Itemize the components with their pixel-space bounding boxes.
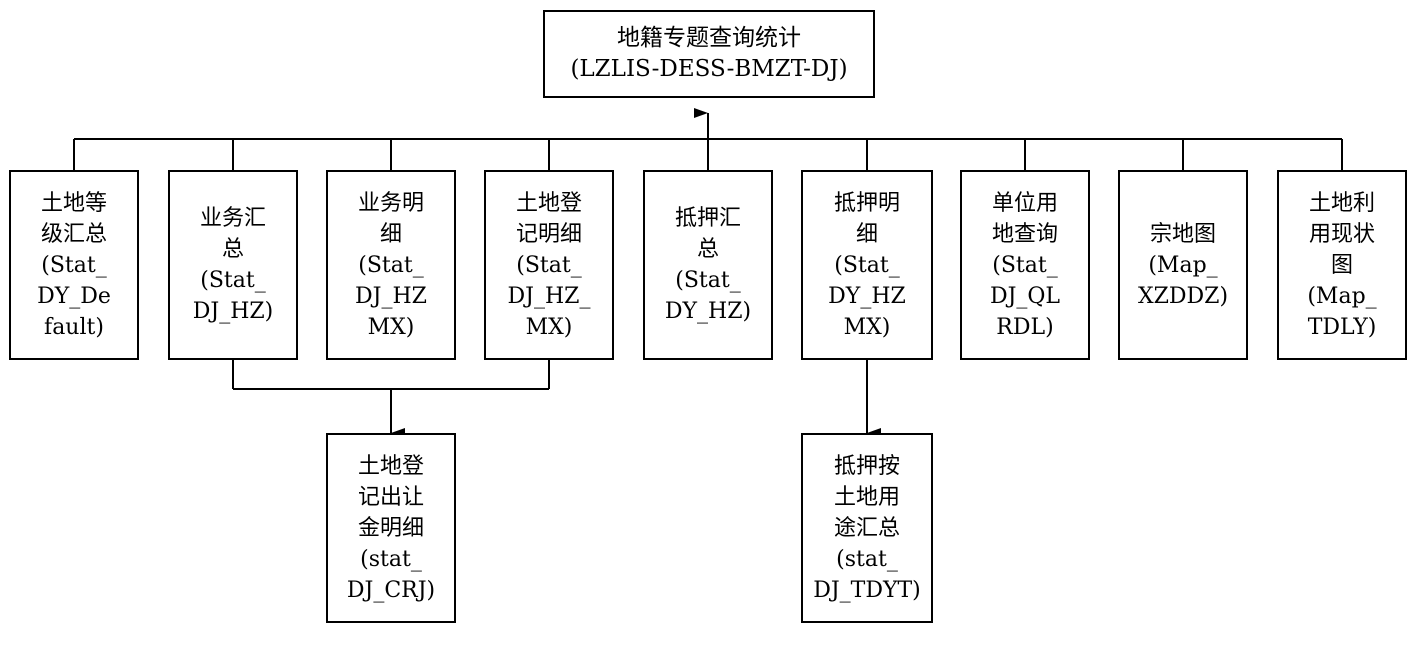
module-node-m2: 业务汇 总 (Stat_ DJ_HZ) <box>168 170 298 360</box>
module-node-m1: 土地等 级汇总 (Stat_ DY_De fault) <box>9 170 139 360</box>
node-line: 细 <box>855 221 878 247</box>
node-line: 级汇总 <box>40 221 107 247</box>
node-line: 记明细 <box>515 221 582 247</box>
node-line: 总 <box>696 237 719 262</box>
module-node-m6: 抵押明 细 (Stat_ DY_HZ MX) <box>801 170 933 360</box>
node-line: 途汇总 <box>833 515 900 541</box>
node-line: DJ_HZ_ <box>507 283 591 309</box>
node-line: MX) <box>525 314 573 340</box>
node-line: 单位用 <box>991 190 1058 216</box>
module-node-m8: 宗地图 (Map_ XZDDZ) <box>1118 170 1248 360</box>
module-node-m9: 土地利 用现状 图 (Map_ TDLY) <box>1277 170 1407 360</box>
node-line: MX) <box>843 314 891 340</box>
node-line: (Stat_ <box>41 252 107 278</box>
node-line: 抵押明 <box>833 190 900 216</box>
root-code: (LZLIS-DESS-BMZT-DJ) <box>570 56 848 82</box>
node-line: DY_De <box>37 283 111 309</box>
node-line: RDL) <box>996 314 1054 340</box>
node-line: 地查询 <box>991 221 1058 247</box>
module-node-m5: 抵押汇 总 (Stat_ DY_HZ) <box>643 170 773 360</box>
node-line: DY_HZ) <box>664 299 752 324</box>
node-line: 图 <box>1330 252 1353 278</box>
node-line: 土地等 <box>40 190 107 216</box>
node-line: 细 <box>379 221 402 247</box>
node-line: (Stat_ <box>516 252 582 278</box>
node-line: MX) <box>367 314 415 340</box>
node-line: 抵押汇 <box>674 206 741 231</box>
root-title: 地籍专题查询统计 <box>617 25 801 51</box>
node-line: (Stat_ <box>992 252 1058 278</box>
node-line: DJ_QL <box>989 283 1061 309</box>
node-line: 土地利 <box>1308 190 1375 216</box>
module-node-m7: 单位用 地查询 (Stat_ DJ_QL RDL) <box>960 170 1090 360</box>
node-line: 抵押按 <box>833 453 900 479</box>
node-line: 用现状 <box>1308 221 1375 247</box>
node-line: DJ_CRJ) <box>346 577 436 603</box>
sub-node-s1: 土地登 记出让 金明细 (stat_ DJ_CRJ) <box>326 433 456 623</box>
module-node-m3: 业务明 细 (Stat_ DJ_HZ MX) <box>326 170 456 360</box>
node-line: 宗地图 <box>1149 221 1216 247</box>
node-line: (Map_ <box>1148 252 1218 278</box>
node-line: TDLY) <box>1307 314 1377 340</box>
node-line: 土地登 <box>357 453 424 479</box>
module-node-m4: 土地登 记明细 (Stat_ DJ_HZ_ MX) <box>484 170 614 360</box>
node-line: fault) <box>44 314 104 340</box>
node-line: 土地用 <box>833 484 900 510</box>
node-line: 业务明 <box>357 190 424 216</box>
node-line: 总 <box>221 237 244 262</box>
node-line: DJ_HZ) <box>192 299 274 324</box>
node-line: 业务汇 <box>199 206 266 231</box>
node-line: XZDDZ) <box>1137 283 1229 309</box>
node-line: DJ_HZ <box>355 283 427 309</box>
node-line: 土地登 <box>515 190 582 216</box>
node-line: (Stat_ <box>358 252 424 278</box>
node-line: (Map_ <box>1307 283 1377 309</box>
sub-node-s2: 抵押按 土地用 途汇总 (stat_ DJ_TDYT) <box>801 433 933 623</box>
node-line: 记出让 <box>357 484 424 510</box>
node-line: (Stat_ <box>834 252 900 278</box>
node-line: (Stat_ <box>200 268 266 293</box>
node-line: (stat_ <box>836 546 898 572</box>
root-node: 地籍专题查询统计 (LZLIS-DESS-BMZT-DJ) <box>543 10 875 98</box>
node-line: (Stat_ <box>675 268 741 293</box>
node-line: DY_HZ <box>828 283 906 309</box>
node-line: 金明细 <box>357 515 424 541</box>
node-line: DJ_TDYT) <box>813 577 921 603</box>
node-line: (stat_ <box>360 546 422 572</box>
